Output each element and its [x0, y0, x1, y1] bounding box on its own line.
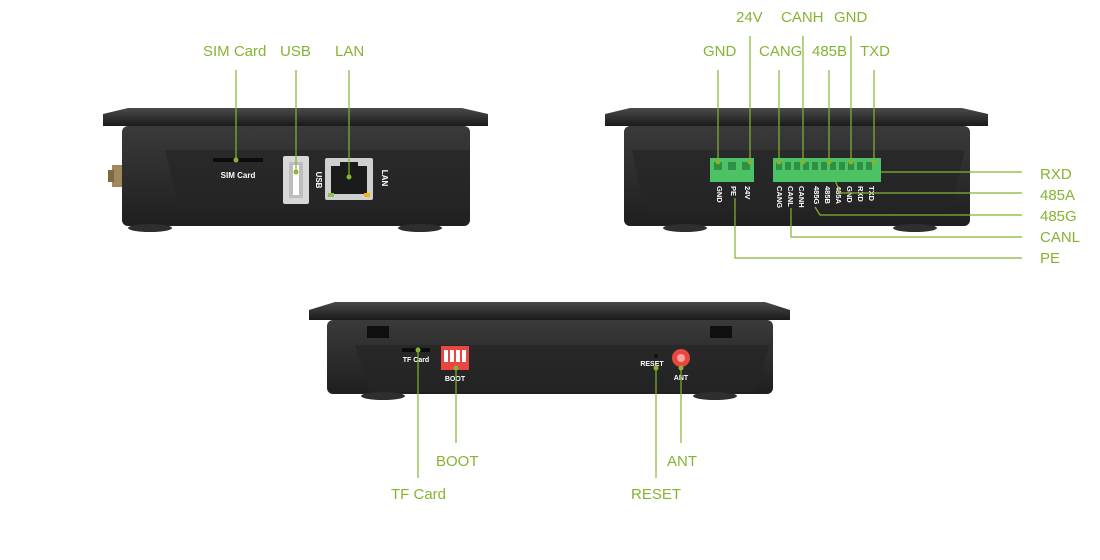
callout-485b: 485B — [812, 43, 848, 60]
term-cang: CANG — [775, 186, 784, 208]
callout-canl: CANL — [1040, 229, 1081, 246]
terminal-labels: GND PE 24V CANG CANL CANH 485G 485B 485A… — [715, 186, 876, 208]
callout-gnd-top: GND — [834, 9, 868, 26]
printed-boot-label: BOOT — [445, 376, 466, 383]
callout-gnd: GND — [703, 43, 737, 60]
side-view-device — [309, 302, 790, 400]
callout-lan: LAN — [335, 43, 365, 60]
term-485g: 485G — [812, 186, 821, 205]
printed-lan-label: LAN — [380, 170, 389, 187]
ant-connector[interactable] — [672, 349, 690, 367]
front-leaders — [233, 70, 352, 180]
printed-tf-label: TF Card — [403, 357, 429, 364]
callout-sim-card: SIM Card — [203, 43, 267, 60]
callout-tf-card: TF Card — [391, 486, 447, 503]
callout-rxd: RXD — [1040, 166, 1072, 183]
back-leaders — [715, 36, 1022, 259]
term-canh: CANH — [797, 186, 806, 208]
callout-pe: PE — [1040, 250, 1061, 267]
callout-txd: TXD — [860, 43, 890, 60]
term-pe: PE — [729, 186, 738, 196]
term-canl: CANL — [786, 186, 795, 207]
terminal-block-power[interactable] — [710, 158, 754, 182]
callout-usb: USB — [280, 43, 311, 60]
callout-reset: RESET — [631, 486, 682, 503]
callout-canh: CANH — [781, 9, 824, 26]
usb-port[interactable] — [283, 156, 309, 204]
reset-button[interactable] — [654, 354, 658, 358]
term-24v: 24V — [743, 186, 752, 199]
callout-ant: ANT — [667, 453, 697, 470]
side-leaders — [415, 347, 684, 478]
callout-cang: CANG — [759, 43, 803, 60]
printed-sim-label: SIM Card — [221, 171, 256, 180]
callout-boot: BOOT — [436, 453, 479, 470]
printed-reset-label: RESET — [640, 361, 664, 368]
term-485a: 485A — [834, 186, 843, 205]
term-485b: 485B — [823, 186, 832, 205]
term-gnd2: GND — [845, 186, 854, 203]
callout-485g: 485G — [1040, 208, 1077, 225]
callout-485a: 485A — [1040, 187, 1076, 204]
term-rxd: RXD — [856, 186, 865, 202]
callout-24v: 24V — [736, 9, 763, 26]
term-gnd1: GND — [715, 186, 724, 203]
printed-usb-label: USB — [314, 172, 323, 189]
term-txd: TXD — [867, 186, 876, 202]
